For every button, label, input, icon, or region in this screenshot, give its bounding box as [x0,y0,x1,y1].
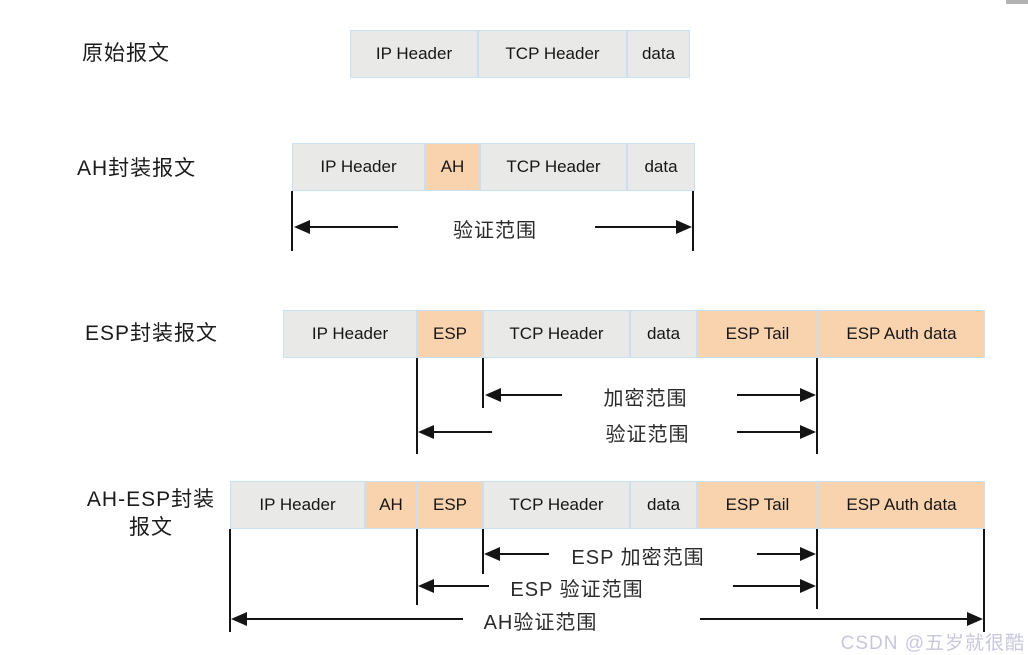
range-label-ah-verify: AH验证范围 [483,612,598,634]
segment-esp: ESP [417,310,483,358]
segment-ah: AH [425,143,480,191]
range-tick-tcp-start [482,529,484,574]
row-label-esp-packet: ESP封装报文 [85,322,219,345]
range-line-right [595,226,678,228]
range-tick-esp-start [416,529,418,605]
segment-esp-tail: ESP Tail [697,481,818,529]
range-label-encrypt: 加密范围 [603,388,688,410]
corner-scrollbar-fragment [1006,0,1028,4]
range-line-right [757,553,800,555]
arrowhead-right-icon [800,547,816,561]
packet-strip-ah-esp: IP Header AH ESP TCP Header data ESP Tai… [230,481,985,529]
packet-strip-ah: IP Header AH TCP Header data [292,143,695,191]
arrowhead-left-icon [418,425,434,439]
row-label-ah-packet: AH封装报文 [77,157,197,180]
range-label-verify: 验证范围 [605,424,690,446]
segment-data: data [627,30,690,78]
range-label-esp-encrypt: ESP 加密范围 [571,547,705,569]
range-tick-auth-start [816,529,818,609]
segment-esp: ESP [417,481,483,529]
segment-tcp-header: TCP Header [483,481,630,529]
segment-data: data [630,310,697,358]
range-label-esp-verify: ESP 验证范围 [510,579,644,601]
range-tick-packet-end [983,529,985,632]
segment-ip-header: IP Header [350,30,478,78]
segment-ip-header: IP Header [292,143,425,191]
arrowhead-right-icon [800,425,816,439]
range-tick-auth-start [816,358,818,454]
range-tick-esp-start [416,358,418,454]
segment-tcp-header: TCP Header [483,310,630,358]
packet-strip-esp: IP Header ESP TCP Header data ESP Tail E… [283,310,985,358]
arrowhead-left-icon [231,612,247,626]
range-line-left [434,431,492,433]
arrowhead-right-icon [676,220,692,234]
segment-data: data [627,143,695,191]
range-tick-left [291,191,293,251]
segment-data: data [630,481,697,529]
watermark-text: CSDN @五岁就很酷 [840,633,1025,654]
arrowhead-left-icon [294,220,310,234]
range-line-right [737,431,800,433]
arrowhead-left-icon [485,388,501,402]
segment-ip-header: IP Header [230,481,365,529]
packet-strip-original: IP Header TCP Header data [350,30,690,78]
range-line-right [733,585,800,587]
range-label-verify: 验证范围 [453,220,537,242]
segment-ah: AH [365,481,417,529]
range-tick-packet-start [229,529,231,632]
segment-tcp-header: TCP Header [478,30,627,78]
segment-ip-header: IP Header [283,310,417,358]
arrowhead-right-icon [800,388,816,402]
row-label-original-packet: 原始报文 [82,42,170,65]
range-line-right [737,394,800,396]
range-line-left [500,553,549,555]
arrowhead-right-icon [967,612,983,626]
range-tick-right [692,191,694,251]
arrowhead-left-icon [418,579,434,593]
range-tick-tcp-start [482,358,484,408]
arrowhead-right-icon [800,579,816,593]
segment-esp-tail: ESP Tail [697,310,818,358]
segment-esp-auth-data: ESP Auth data [818,310,985,358]
row-label-ah-esp-packet: AH-ESP封装 报文 [86,488,216,540]
segment-tcp-header: TCP Header [480,143,627,191]
arrowhead-left-icon [484,547,500,561]
range-line-left [434,585,489,587]
range-line-right [700,618,967,620]
range-line-left [310,226,398,228]
range-line-left [501,394,562,396]
segment-esp-auth-data: ESP Auth data [818,481,985,529]
range-line-left [247,618,463,620]
